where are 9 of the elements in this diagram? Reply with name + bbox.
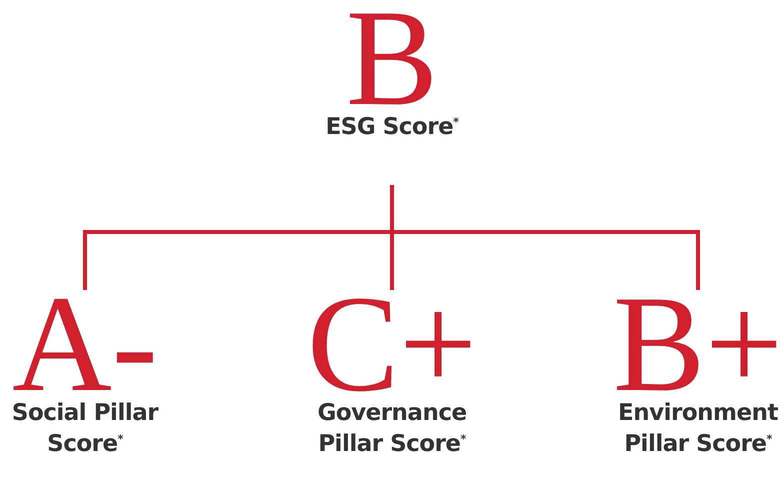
grade-letter: B <box>346 4 438 112</box>
grade-letter: A- <box>12 290 158 398</box>
score-label: Social Pillar Score$^{*}$ <box>10 398 160 459</box>
grade-letter: C+ <box>307 290 477 398</box>
connector-line <box>390 185 700 290</box>
score-label: ESG Score$^{*}$ <box>326 112 458 142</box>
score-label: Governance Pillar Score$^{*}$ <box>316 398 468 459</box>
grade-letter: B+ <box>613 290 783 398</box>
score-label: Environment Pillar Score$^{*}$ <box>617 398 779 459</box>
